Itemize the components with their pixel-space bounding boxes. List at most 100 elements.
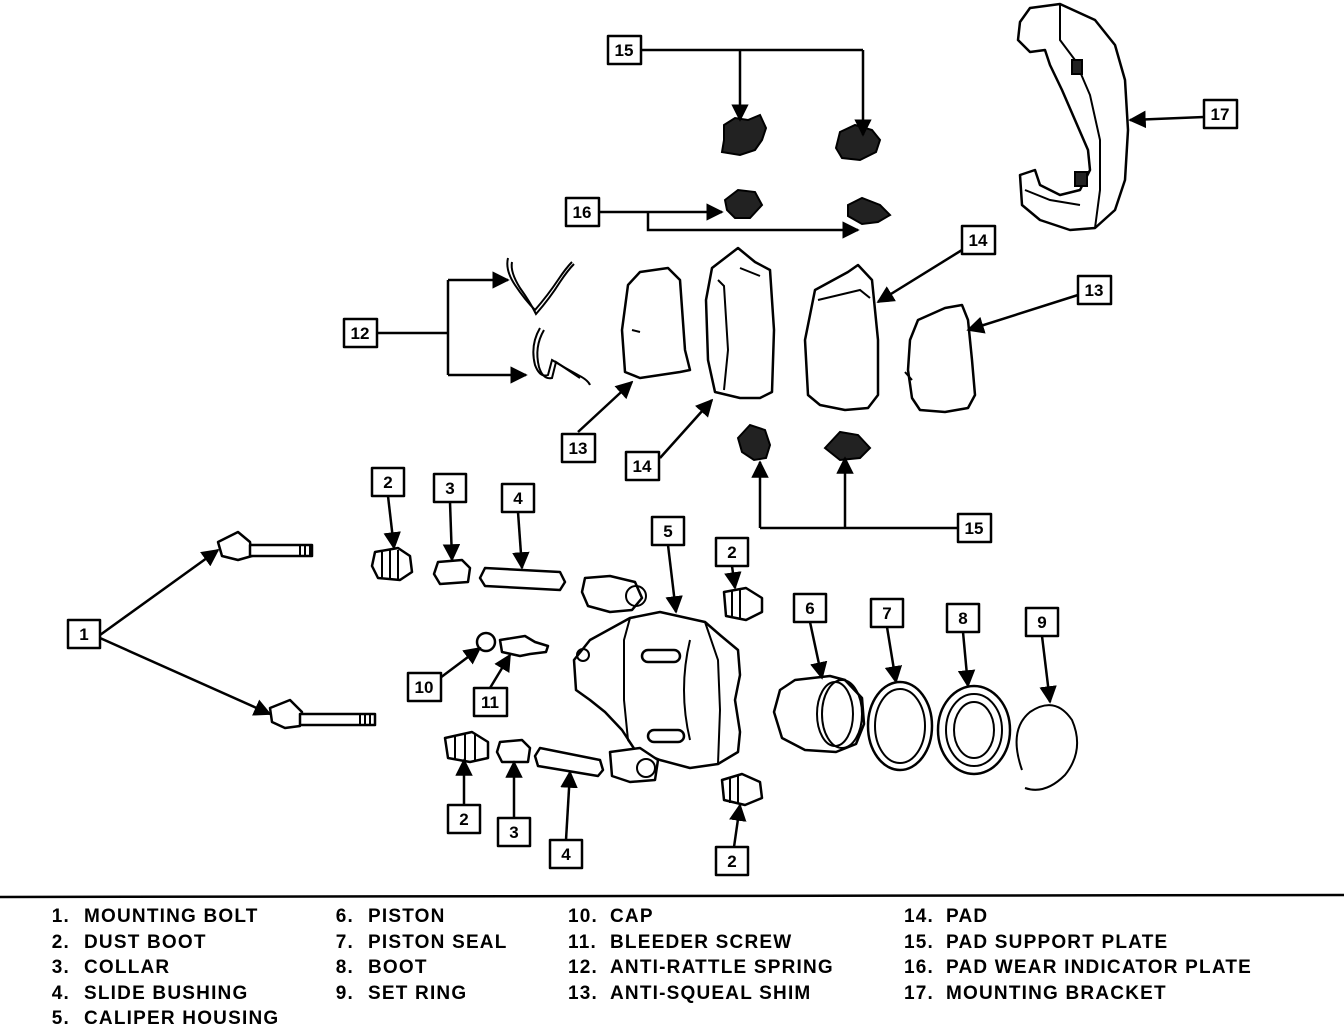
callout-8: 8	[945, 602, 981, 634]
anti-squeal-shim-left	[620, 266, 692, 380]
legend-number: 10.	[568, 906, 599, 927]
legend-item: 17.MOUNTING BRACKET	[904, 981, 1252, 1007]
legend-column-2: 6.PISTON 7. PISTON SEAL 8.BOOT 9. SET RING	[326, 904, 508, 1006]
callout-12: 12	[342, 317, 379, 349]
callout-label: 14	[633, 457, 652, 476]
legend-item: 16. PAD WEAR INDICATOR PLATE	[904, 955, 1252, 981]
callout-label: 9	[1037, 613, 1046, 632]
legend-item: 5. CALIPER HOUSING	[42, 1006, 279, 1032]
caliper-housing-part	[572, 574, 742, 784]
lower-slide-assembly	[443, 730, 605, 778]
piston-seal-part	[866, 680, 934, 772]
legend-number: 13.	[568, 982, 599, 1004]
legend-label: BOOT	[368, 957, 428, 978]
callout-4-lower: 4	[548, 838, 584, 870]
legend-number: 4.	[51, 982, 70, 1004]
legend-label: SET RING	[368, 982, 468, 1004]
callout-1: 1	[66, 618, 102, 650]
callout-label: 14	[969, 231, 988, 250]
callout-label: 4	[561, 845, 571, 864]
cap-and-bleeder-screw	[475, 631, 550, 658]
upper-slide-assembly	[370, 546, 567, 592]
legend-label: PAD SUPPORT PLATE	[946, 931, 1169, 953]
legend-column-3: 10.CAP 11. BLEEDER SCREW 12.ANTI-RATTLE S…	[568, 904, 834, 1006]
callout-label: 5	[663, 522, 672, 541]
legend-item: 2.DUST BOOT	[42, 930, 279, 956]
callout-label: 2	[383, 473, 392, 492]
legend-item: 6.PISTON	[326, 904, 508, 930]
legend-number: 7.	[335, 931, 354, 953]
legend-item: 12.ANTI-RATTLE SPRING	[568, 955, 834, 981]
legend-number: 11.	[568, 931, 597, 953]
legend-divider	[0, 893, 1344, 899]
legend-label: MOUNTING BOLT	[84, 906, 259, 927]
callout-label: 6	[805, 599, 814, 618]
callout-5: 5	[650, 515, 686, 547]
callout-3-lower: 3	[496, 816, 532, 848]
callout-label: 15	[615, 41, 634, 60]
pad-wear-indicator-plates	[723, 188, 892, 226]
legend-number: 9.	[335, 982, 354, 1004]
anti-rattle-springs	[506, 257, 591, 386]
legend-number: 14.	[904, 906, 935, 927]
callout-15-lower: 15	[956, 512, 993, 544]
legend-label: PAD WEAR INDICATOR PLATE	[946, 957, 1253, 978]
callout-label: 2	[727, 852, 736, 871]
callout-label: 2	[459, 810, 468, 829]
callout-14-top: 14	[960, 224, 997, 256]
legend-item: 3. COLLAR	[42, 955, 279, 981]
legend-column-1: 1. MOUNTING BOLT 2.DUST BOOT 3. COLLAR 4. S…	[42, 904, 279, 1032]
legend-number: 5.	[51, 1008, 70, 1029]
legend-number: 12.	[568, 957, 599, 978]
boot-part	[936, 684, 1012, 776]
callout-label: 16	[573, 203, 592, 222]
dust-boots-caliper	[720, 586, 764, 807]
callout-label: 10	[415, 678, 434, 697]
callout-9: 9	[1024, 606, 1060, 638]
callout-4-upper: 4	[500, 482, 536, 514]
piston-part	[772, 674, 866, 754]
callout-label: 8	[958, 609, 967, 628]
callout-label: 1	[79, 625, 88, 644]
pad-right	[803, 263, 880, 412]
legend-number: 3.	[51, 957, 70, 978]
callout-label: 4	[513, 489, 523, 508]
pad-support-plates-top	[720, 113, 882, 162]
legend-label: CALIPER HOUSING	[84, 1008, 280, 1029]
callout-14-left: 14	[624, 450, 661, 482]
legend-item: 8.BOOT	[326, 955, 508, 981]
callout-2-lower-left: 2	[446, 803, 482, 835]
callout-17: 17	[1202, 98, 1239, 130]
callout-label: 2	[727, 543, 736, 562]
pad-support-plates-lower	[736, 423, 872, 462]
legend-column-4: 14.PAD 15.PAD SUPPORT PLATE 16.PAD WEAR …	[904, 904, 1252, 1006]
legend-number: 2.	[51, 931, 70, 953]
legend-item: 10.CAP	[568, 904, 834, 930]
set-ring-part	[1015, 704, 1079, 791]
callout-16: 16	[564, 196, 601, 228]
callout-15-top: 15	[606, 34, 643, 66]
callout-13-right: 13	[1076, 274, 1113, 306]
legend-label: PISTON	[368, 906, 446, 927]
legend-label: SLIDE BUSHING	[84, 982, 249, 1004]
legend-number: 15.	[904, 931, 935, 953]
legend-label: BLEEDER SCREW	[610, 931, 793, 953]
callout-label: 11	[481, 693, 499, 712]
legend-number: 16.	[904, 957, 935, 978]
callout-11: 11	[472, 686, 509, 718]
callout-6: 6	[792, 592, 828, 624]
legend-label: PISTON SEAL	[368, 931, 508, 953]
legend-number: 1.	[51, 906, 70, 927]
callout-label: 12	[351, 324, 370, 343]
mounting-bolts	[216, 530, 377, 730]
callout-10: 10	[406, 671, 443, 703]
pad-left	[704, 246, 776, 400]
legend-label: MOUNTING BRACKET	[946, 982, 1167, 1004]
leader-lines	[99, 48, 1205, 848]
legend-label: ANTI-SQUEAL SHIM	[610, 982, 812, 1004]
parts-legend: 1. MOUNTING BOLT 2.DUST BOOT 3. COLLAR 4. S…	[0, 904, 1344, 1032]
legend-item: 1. MOUNTING BOLT	[42, 904, 279, 930]
mounting-bracket-part	[1016, 2, 1130, 232]
callout-label: 13	[569, 439, 588, 458]
legend-label: COLLAR	[84, 957, 171, 978]
